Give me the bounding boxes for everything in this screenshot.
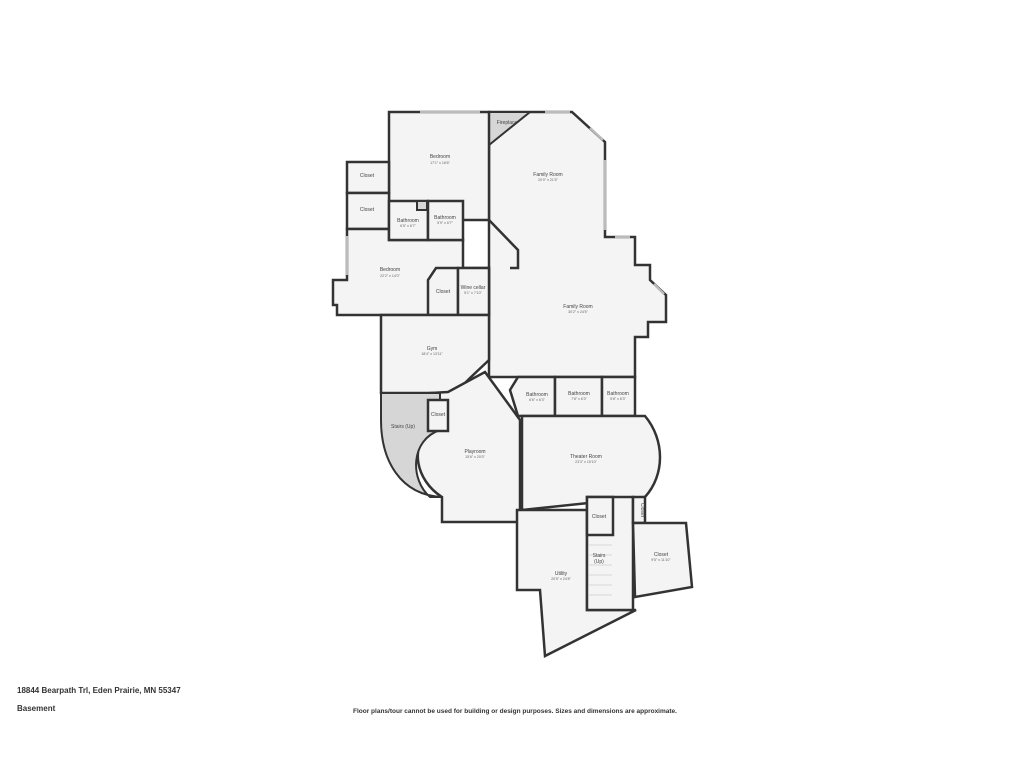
room-dimensions: 6'5" x 6'7": [400, 224, 416, 228]
room-dimensions: 23'3" x 15'10": [575, 460, 597, 464]
room-dimensions: 5'9" x 6'7": [437, 221, 453, 225]
room-dimensions: 5'8" x 6'3": [610, 397, 626, 401]
room-label: Bedroom: [380, 267, 400, 273]
room-label: Closet: [360, 173, 375, 179]
room-label: Family Room: [533, 172, 562, 178]
room-label: Closet: [654, 552, 669, 558]
family-room-area: [487, 110, 668, 379]
room-label: Family Room: [563, 304, 592, 310]
room-dimensions: 17'1" x 18'6": [430, 161, 450, 165]
room-dimensions: 9'5" x 11'10": [651, 558, 671, 562]
room-label: Bedroom: [430, 154, 450, 160]
bathroom-2-area: [426, 199, 465, 242]
room-label: Closet: [436, 289, 451, 295]
room-dimensions: 7'8" x 6'3": [571, 397, 587, 401]
address: 18844 Bearpath Trl, Eden Prairie, MN 553…: [17, 686, 181, 695]
closet-1-area: [345, 160, 391, 195]
room-dimensions: 20'0" x 21'5": [538, 178, 558, 182]
room-label: Wine cellar: [461, 285, 486, 291]
room-dimensions: 15'6" x 20'0": [465, 455, 485, 459]
closet-5-area: [585, 495, 615, 537]
stairs-up-2: [588, 544, 612, 596]
room-dimensions: 6'6" x 6'3": [529, 398, 545, 402]
room-dimensions: 30'2" x 24'5": [568, 310, 588, 314]
room-label: Bathroom: [526, 392, 548, 398]
room-label: Bathroom: [568, 391, 590, 397]
room-label: Closet: [592, 514, 607, 520]
room-label: Fireplace: [497, 120, 518, 126]
shower: [416, 200, 428, 211]
room-label: Stairs (Up): [391, 424, 415, 430]
room-dimensions: 5'1" x 7'10": [464, 291, 482, 295]
closet-4-area: [426, 398, 450, 433]
room-label: Utility: [555, 571, 568, 577]
room-label: Bathroom: [434, 215, 456, 221]
disclaimer: Floor plans/tour cannot be used for buil…: [353, 708, 677, 715]
room-label: Closet: [639, 503, 645, 518]
room-label: Bathroom: [397, 218, 419, 224]
closet-2-area: [345, 191, 391, 231]
room-label: (Up): [594, 559, 604, 565]
room-label: Playroom: [464, 449, 485, 455]
room-label: Theater Room: [570, 454, 602, 460]
room-dimensions: 18'4" x 13'11": [421, 352, 443, 356]
closet-7-area: [631, 521, 694, 599]
room-label: Bathroom: [607, 391, 629, 397]
level-name: Basement: [17, 704, 56, 713]
room-label: Closet: [431, 412, 446, 418]
room-label: Gym: [427, 346, 438, 352]
room-dimensions: 20'5" x 24'8": [551, 577, 571, 581]
room-dimensions: 22'2" x 14'0": [380, 274, 400, 278]
room-label: Closet: [360, 207, 375, 213]
room-label: Stairs: [593, 553, 606, 559]
